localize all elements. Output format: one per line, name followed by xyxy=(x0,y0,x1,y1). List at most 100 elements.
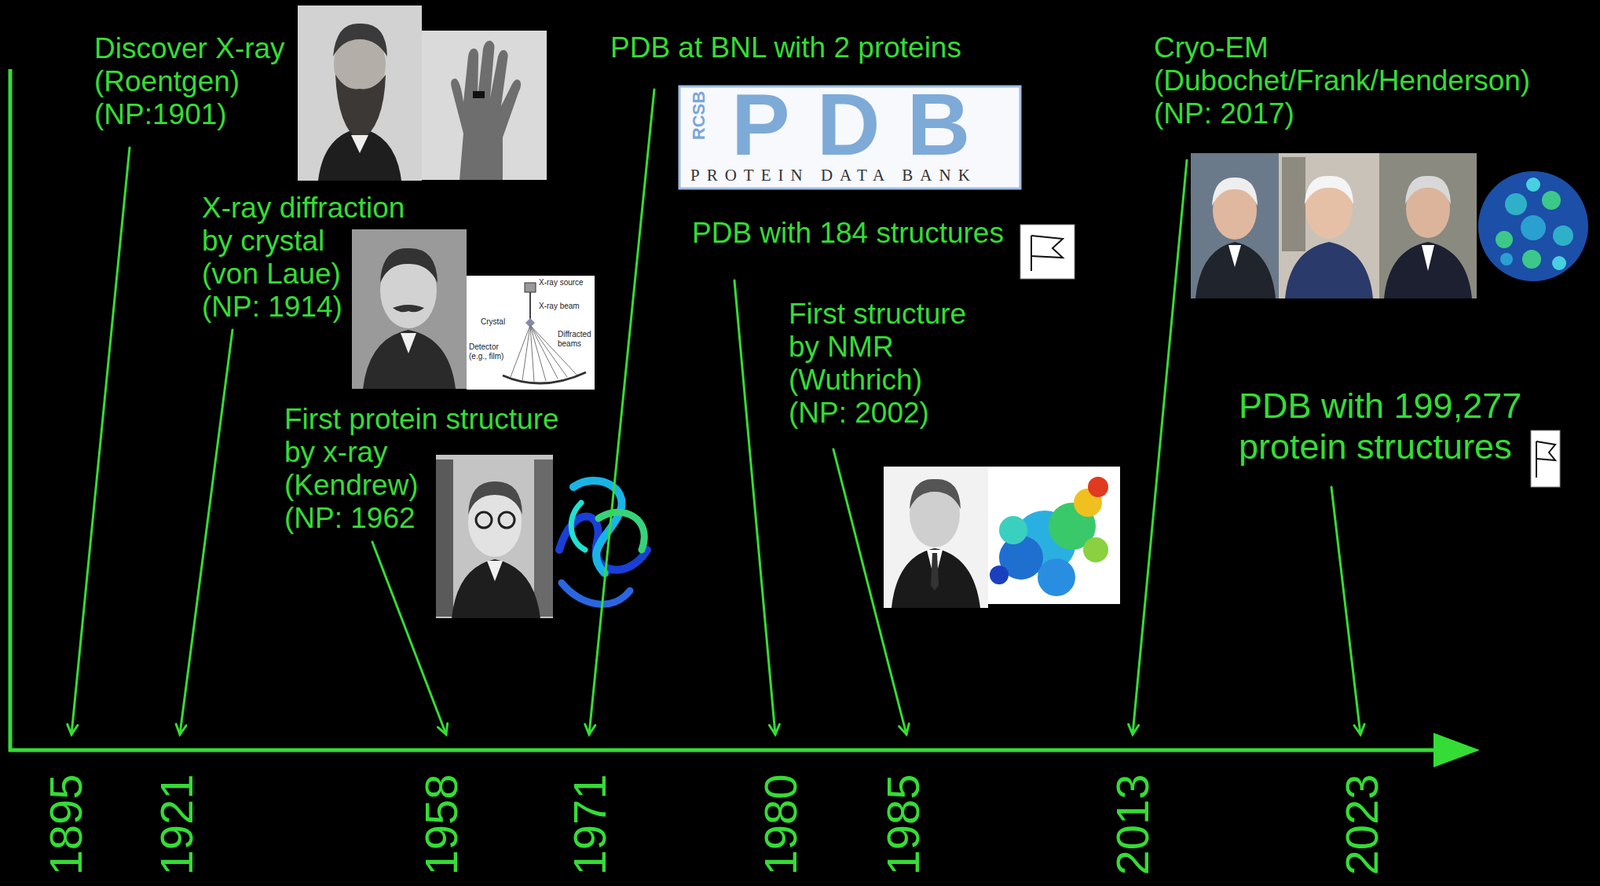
photo-ground xyxy=(1379,153,1477,299)
virus-capsomer xyxy=(1552,256,1567,271)
flag-pole xyxy=(1030,235,1033,271)
diffraction-sketch xyxy=(466,275,595,390)
photo-ground xyxy=(1190,153,1279,299)
leader-line xyxy=(1331,486,1361,735)
wrap-shaper xyxy=(370,191,422,324)
photo-hair xyxy=(333,23,388,57)
year-label: 2013 xyxy=(1109,773,1156,876)
flag-icon xyxy=(1020,224,1075,279)
logo-mark: RCSB xyxy=(690,91,708,140)
logo-subtitle: PROTEIN DATA BANK xyxy=(690,165,978,185)
leader-head xyxy=(899,723,910,735)
leader-head xyxy=(437,723,447,735)
photo-ground xyxy=(435,454,553,619)
photo-tie xyxy=(930,552,939,591)
virus-render xyxy=(1478,171,1589,282)
year-label: 1921 xyxy=(153,773,200,876)
photo-ground xyxy=(1278,153,1380,299)
photo-collar xyxy=(351,135,369,154)
leader-line xyxy=(71,147,130,735)
photo-glasses xyxy=(498,512,515,528)
figure-label: Detector (e.g., film) xyxy=(468,342,512,362)
figure-label: Crystal xyxy=(480,317,506,327)
photo-ground xyxy=(297,5,422,181)
time-axis xyxy=(8,748,1438,753)
event-label: First structure by NMR (Wuthrich) (NP: 2… xyxy=(788,297,978,430)
photo-hair xyxy=(1405,175,1451,205)
figure-label: X-ray source xyxy=(538,278,584,288)
figure-label: Diffracted beams xyxy=(557,329,594,349)
flag-cloth xyxy=(1536,441,1556,461)
wuthrich-portrait xyxy=(883,466,989,608)
virus-capsomer xyxy=(1522,249,1542,269)
event-label: Discover X-ray (Roentgen) (NP:1901) xyxy=(94,32,301,132)
flag-ground xyxy=(1020,224,1075,279)
leader-head xyxy=(1354,724,1365,735)
dubochet-portrait xyxy=(1190,153,1279,299)
xray-source xyxy=(524,282,536,293)
event-label: PDB with 184 structures xyxy=(691,216,1004,250)
virus-capsomer xyxy=(1500,252,1513,266)
virus-capsomer xyxy=(1504,193,1527,216)
ribbon-helix xyxy=(561,582,630,605)
leader-head xyxy=(67,724,78,735)
event-label: PDB with 199,277 protein structures xyxy=(1238,385,1538,468)
photo-ground xyxy=(883,466,989,608)
ribbon-helix xyxy=(598,512,645,550)
year-label: 1895 xyxy=(43,773,89,876)
xray-beam xyxy=(529,292,531,319)
beam-line xyxy=(530,325,558,379)
virus-capsomer xyxy=(1552,225,1574,246)
photo-suit xyxy=(362,329,456,389)
wrap-shaper xyxy=(453,402,575,535)
beam-line xyxy=(510,325,531,378)
virus-capsomer xyxy=(1526,177,1541,192)
photo-collar xyxy=(400,333,417,354)
photo-hair xyxy=(1304,175,1354,205)
photo-suit xyxy=(891,548,981,608)
leader-head xyxy=(585,724,596,735)
year-label: 1971 xyxy=(567,773,613,876)
photo-shelf xyxy=(435,459,454,617)
leader-line xyxy=(372,541,447,735)
flag-ground xyxy=(1530,430,1560,487)
ring xyxy=(472,91,485,99)
photo-ground xyxy=(421,30,547,180)
beam-line xyxy=(530,325,535,382)
logo-title: PDB xyxy=(731,80,997,169)
roentgen-portrait xyxy=(297,5,422,181)
photo-shirt xyxy=(1421,245,1435,271)
virus-capsomer xyxy=(1495,230,1513,249)
photo-suit xyxy=(1383,241,1472,299)
photo-shelf xyxy=(534,459,553,617)
ribbon-helix xyxy=(571,502,586,550)
hand-shape xyxy=(450,40,521,180)
axis-arrowhead xyxy=(1433,732,1480,768)
year-label: 1980 xyxy=(757,773,804,876)
year-label: 1985 xyxy=(880,773,927,876)
year-label: 2023 xyxy=(1339,773,1385,876)
photo-mustache xyxy=(392,304,425,312)
atom-cluster xyxy=(1087,476,1109,498)
year-label: 1958 xyxy=(418,773,465,876)
flag-icon xyxy=(1530,430,1560,487)
photo-hair xyxy=(909,479,961,509)
leader-line xyxy=(833,449,907,735)
event-label: Cryo-EM (Dubochet/Frank/Henderson) (NP: … xyxy=(1153,31,1539,131)
leader-line xyxy=(589,89,655,735)
beam-line xyxy=(522,325,531,381)
leader-arrows xyxy=(67,89,1365,735)
photo-collar xyxy=(486,560,503,582)
leader-line xyxy=(1132,160,1187,735)
vertical-axis xyxy=(8,69,13,752)
event-label: X-ray diffraction by crystal (von Laue) … xyxy=(201,191,422,324)
virus-sphere xyxy=(1478,171,1589,282)
virus-capsomer xyxy=(1520,215,1546,241)
von-laue-portrait xyxy=(351,229,467,389)
virus-capsomer xyxy=(1541,190,1561,210)
photo-beard xyxy=(335,74,386,142)
leader-head xyxy=(175,724,187,735)
sketch-ground xyxy=(466,275,595,390)
photo-ground xyxy=(351,229,467,389)
